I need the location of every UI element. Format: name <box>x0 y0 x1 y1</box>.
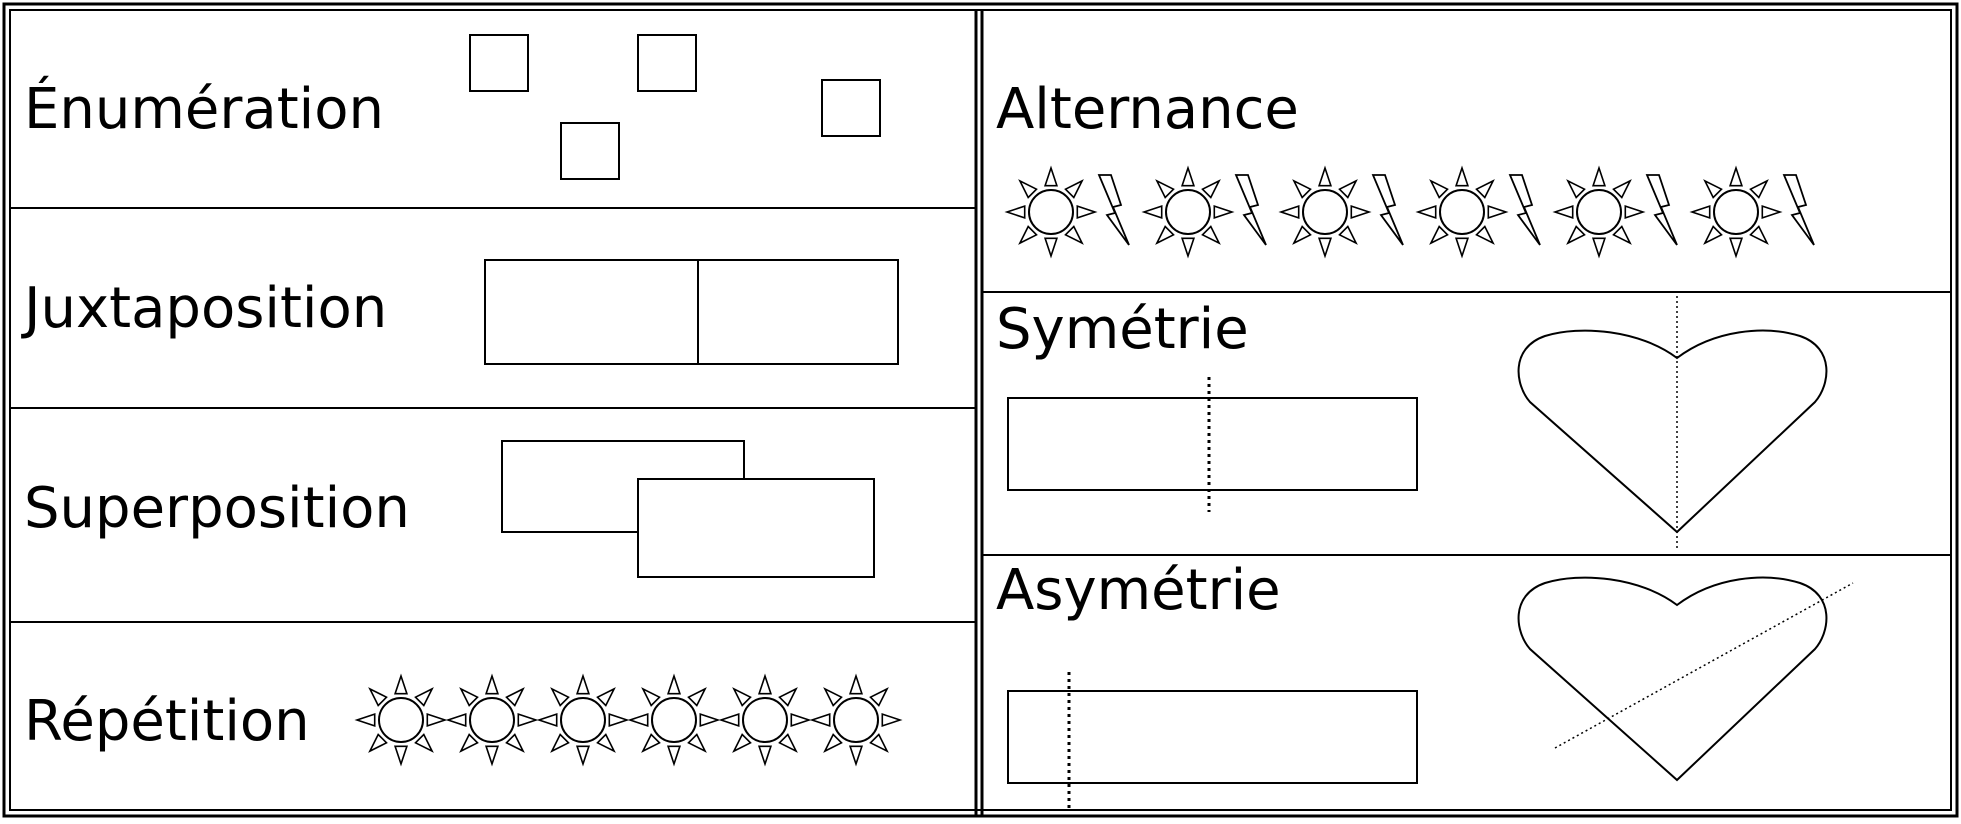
rectangle-shape <box>484 259 699 365</box>
label-symetrie: Symétrie <box>996 297 1249 362</box>
symmetry-figure <box>1007 296 1828 550</box>
asymmetry-figure <box>1007 576 1854 810</box>
lightning-icon <box>1645 174 1678 246</box>
alternance-figure <box>1004 165 1815 259</box>
repetition-figure <box>354 673 903 767</box>
sun-icon <box>536 673 630 767</box>
heart-shape <box>1517 329 1828 534</box>
sun-icon <box>718 673 812 767</box>
superposition-figure <box>501 440 875 578</box>
juxtaposition-figure <box>484 259 899 365</box>
square-shape <box>637 34 697 92</box>
sun-icon <box>1552 165 1646 259</box>
label-superposition: Superposition <box>24 476 410 541</box>
label-repetition: Répétition <box>24 689 310 754</box>
lightning-icon <box>1508 174 1541 246</box>
square-shape <box>560 122 620 180</box>
rectangle-shape <box>697 259 899 365</box>
sun-icon <box>1004 165 1098 259</box>
label-alternance: Alternance <box>996 77 1299 142</box>
sun-icon <box>1278 165 1372 259</box>
lightning-icon <box>1097 174 1130 246</box>
sun-icon <box>1415 165 1509 259</box>
sun-icon <box>627 673 721 767</box>
enumeration-figure <box>469 34 881 180</box>
sun-icon <box>354 673 448 767</box>
lightning-icon <box>1234 174 1267 246</box>
lightning-icon <box>1371 174 1404 246</box>
heart-shape <box>1517 576 1828 782</box>
rectangle-shape <box>1007 397 1418 491</box>
label-enumeration: Énumération <box>24 77 384 142</box>
square-shape <box>469 34 529 92</box>
sun-icon <box>1689 165 1783 259</box>
sun-icon <box>445 673 539 767</box>
rectangle-shape <box>1007 690 1418 784</box>
sun-icon <box>809 673 903 767</box>
sun-icon <box>1141 165 1235 259</box>
lightning-icon <box>1782 174 1815 246</box>
asymmetry-axis <box>1554 582 1854 749</box>
label-asymetrie: Asymétrie <box>996 558 1281 623</box>
rectangle-shape <box>637 478 875 578</box>
label-juxtaposition: Juxtaposition <box>24 276 388 341</box>
square-shape <box>821 79 881 137</box>
